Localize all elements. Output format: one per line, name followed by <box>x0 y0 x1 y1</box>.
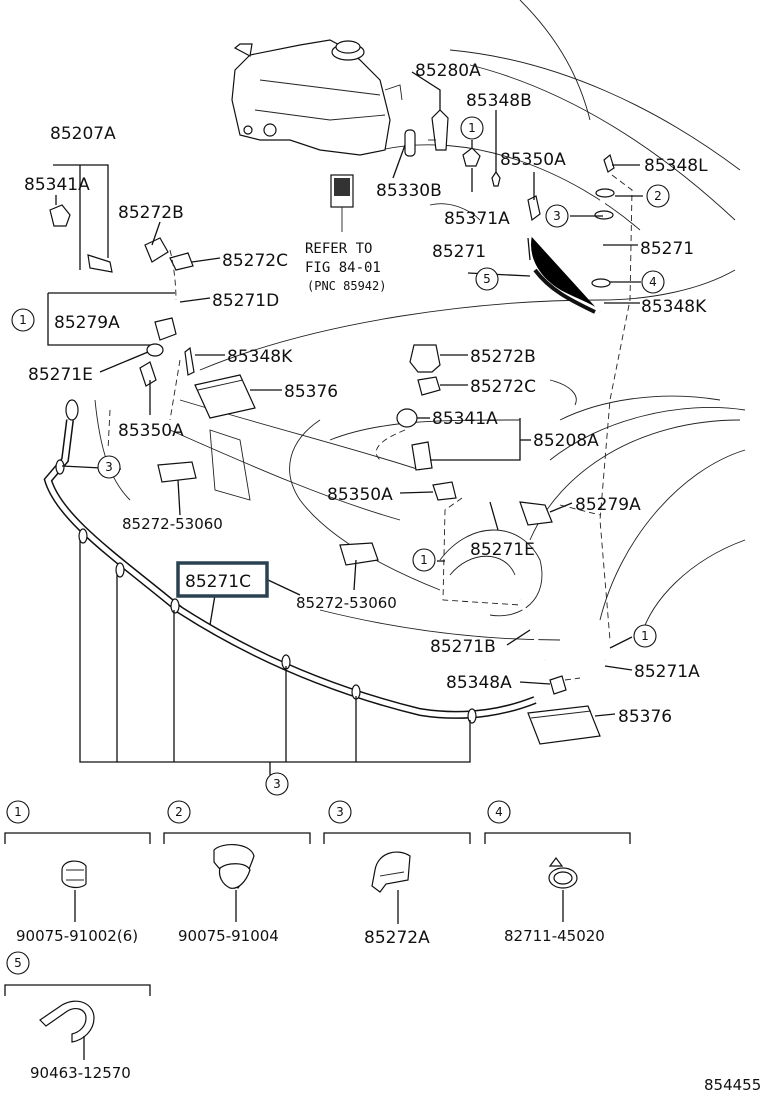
callout-85348A[interactable]: 85348A <box>446 673 512 693</box>
svg-text:4: 4 <box>495 805 503 819</box>
figure-code: 854455 <box>704 1076 760 1094</box>
hose-right-top <box>527 174 633 641</box>
ref-circle-1: 1 <box>633 624 657 648</box>
ref-circle-3: 3 <box>97 455 121 479</box>
washer-tank <box>231 39 403 156</box>
svg-text:1: 1 <box>420 553 428 567</box>
callout-85350A[interactable]: 85350A <box>327 485 393 505</box>
callout-85272C[interactable]: 85272C <box>222 251 288 271</box>
callout-85272C[interactable]: 85272C <box>470 377 536 397</box>
ref-circle-1: 1 <box>460 116 484 140</box>
callout-85348K[interactable]: 85348K <box>227 347 293 367</box>
svg-text:1: 1 <box>468 121 476 135</box>
left-upper-components <box>49 204 256 451</box>
callout-85350A[interactable]: 85350A <box>118 421 184 441</box>
callout-85371A[interactable]: 85371A <box>444 209 510 229</box>
leader-lines <box>47 71 643 717</box>
highlighted-part-85271C[interactable]: 85271C <box>176 561 269 598</box>
callout-85280A[interactable]: 85280A <box>415 61 481 81</box>
callout-85271D[interactable]: 85271D <box>212 291 279 311</box>
ref-circle-4: 4 <box>641 270 665 294</box>
legend-part-number: 90075-91002(6) <box>16 927 138 945</box>
callout-85341A[interactable]: 85341A <box>24 175 90 195</box>
svg-text:5: 5 <box>483 272 491 286</box>
legend-item-4: 4 82711-45020 <box>484 800 631 945</box>
legend-part-number: 82711-45020 <box>504 927 605 945</box>
callout-85208A[interactable]: 85208A <box>533 431 599 451</box>
svg-text:2: 2 <box>654 189 662 203</box>
callout-85279A[interactable]: 85279A <box>54 313 120 333</box>
callout-85350A[interactable]: 85350A <box>500 150 566 170</box>
legend-part-number: 90463-12570 <box>30 1064 131 1082</box>
legend-item-3: 3 85272A <box>323 800 471 948</box>
svg-text:3: 3 <box>273 777 281 791</box>
legend: 1 90075-91002(6) 2 90075-91004 3 85272A <box>4 800 631 1082</box>
callout-85271E[interactable]: 85271E <box>28 365 93 385</box>
callout-85271E[interactable]: 85271E <box>470 540 535 560</box>
callout-85341A[interactable]: 85341A <box>432 409 498 429</box>
callout-85348K[interactable]: 85348K <box>641 297 707 317</box>
part-callouts: 85280A 85348B 85207A 85350A 85341A 85330… <box>24 61 708 727</box>
vehicle-body-outline <box>94 0 746 641</box>
svg-text:2: 2 <box>175 805 183 819</box>
callout-85272B[interactable]: 85272B <box>118 203 184 223</box>
legend-item-5: 5 90463-12570 <box>4 951 151 1082</box>
svg-text:1: 1 <box>19 313 27 327</box>
svg-text:1: 1 <box>641 629 649 643</box>
callout-85348B[interactable]: 85348B <box>466 91 532 111</box>
callout-85271[interactable]: 85271 <box>432 242 486 262</box>
small-parts-top <box>404 109 615 222</box>
callout-85279A[interactable]: 85279A <box>575 495 641 515</box>
reference-note: REFER TO FIG 84-01 (PNC 85942) <box>305 241 386 293</box>
callout-85271B[interactable]: 85271B <box>430 637 496 657</box>
legend-item-2: 2 90075-91004 <box>163 800 311 945</box>
callout-85207A[interactable]: 85207A <box>50 124 116 144</box>
callout-85376[interactable]: 85376 <box>618 707 672 727</box>
washer-motor-reference <box>330 174 354 232</box>
svg-text:3: 3 <box>553 209 561 223</box>
callout-85330B[interactable]: 85330B <box>376 181 442 201</box>
svg-text:(PNC 85942): (PNC 85942) <box>307 279 386 293</box>
legend-part-number: 90075-91004 <box>178 927 279 945</box>
svg-text:4: 4 <box>649 275 657 289</box>
ref-circle-3: 3 <box>545 204 569 228</box>
ref-circle-5: 5 <box>475 267 499 291</box>
svg-text:3: 3 <box>336 805 344 819</box>
circle-numbers: 1 2 3 4 5 1 3 1 <box>11 116 670 796</box>
highlighted-part-label: 85271C <box>185 572 251 592</box>
legend-item-1: 1 90075-91002(6) <box>4 800 151 945</box>
callout-85272-53060[interactable]: 85272-53060 <box>296 594 397 612</box>
legend-part-number: 85272A <box>364 928 430 948</box>
ref-circle-3: 3 <box>265 772 289 796</box>
svg-text:REFER TO: REFER TO <box>305 241 372 257</box>
svg-text:5: 5 <box>14 956 22 970</box>
svg-text:FIG 84-01: FIG 84-01 <box>305 260 381 276</box>
callout-85272B[interactable]: 85272B <box>470 347 536 367</box>
ref-circle-1: 1 <box>412 548 436 572</box>
svg-text:1: 1 <box>14 805 22 819</box>
svg-text:3: 3 <box>105 460 113 474</box>
callout-85271A[interactable]: 85271A <box>634 662 700 682</box>
callout-85376[interactable]: 85376 <box>284 382 338 402</box>
ref-circle-1: 1 <box>11 308 35 332</box>
mid-components <box>157 344 607 745</box>
callout-85272-53060[interactable]: 85272-53060 <box>122 515 223 533</box>
callout-85348L[interactable]: 85348L <box>644 156 708 176</box>
callout-85271[interactable]: 85271 <box>640 239 694 259</box>
ref-circle-2: 2 <box>646 184 670 208</box>
bumper-hose <box>43 399 537 775</box>
